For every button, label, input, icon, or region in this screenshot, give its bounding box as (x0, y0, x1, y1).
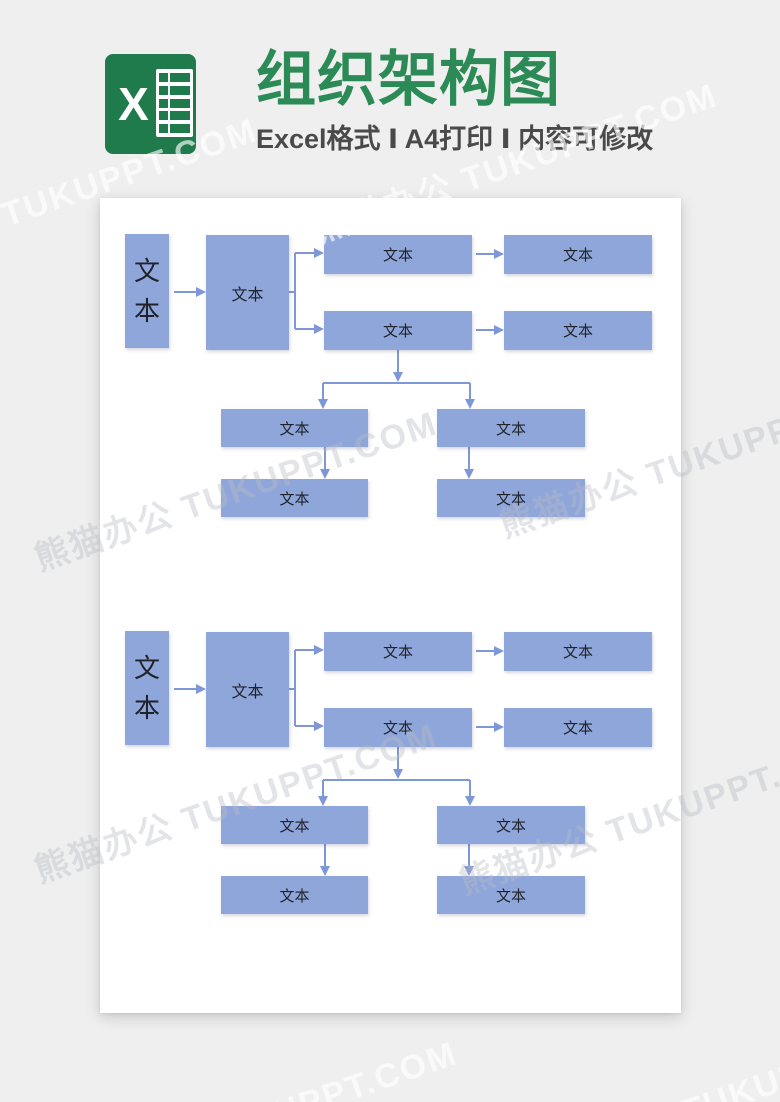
org-node-branch1: 文本 (324, 235, 472, 274)
org-node-sub-right-child: 文本 (437, 876, 585, 914)
connector-lines (174, 645, 504, 876)
org-chart-1: 文本 文本 文本 文本 文本 文本 文本 文本 文本 文本 (100, 198, 681, 538)
excel-logo-icon: X (105, 54, 196, 154)
org-node-branch1-child: 文本 (504, 632, 652, 671)
org-node-sub-left-child: 文本 (221, 479, 368, 517)
org-node-main: 文本 (206, 235, 289, 350)
org-node-root: 文本 (125, 234, 169, 348)
org-node-sub-right: 文本 (437, 806, 585, 844)
org-node-main: 文本 (206, 632, 289, 747)
org-node-branch2-child: 文本 (504, 708, 652, 747)
org-node-root: 文本 (125, 631, 169, 745)
org-node-sub-right-child: 文本 (437, 479, 585, 517)
org-node-branch2: 文本 (324, 311, 472, 350)
page-title: 组织架构图 (256, 46, 561, 113)
org-node-branch1-child: 文本 (504, 235, 652, 274)
document-page: 文本 文本 文本 文本 文本 文本 文本 文本 文本 文本 (100, 198, 681, 1013)
org-node-sub-left: 文本 (221, 806, 368, 844)
org-node-branch2-child: 文本 (504, 311, 652, 350)
page-subtitle: Excel格式 Ⅰ A4打印 Ⅰ 内容可修改 (256, 124, 654, 154)
connector-lines (174, 248, 504, 479)
org-node-branch2: 文本 (324, 708, 472, 747)
watermark: 熊猫办公 TUKUPPT.COM (47, 1026, 463, 1102)
excel-x-letter: X (118, 78, 149, 130)
spreadsheet-grid-icon (156, 69, 193, 137)
org-node-sub-left: 文本 (221, 409, 368, 447)
org-chart-2: 文本 文本 文本 文本 文本 文本 文本 文本 文本 文本 (100, 595, 681, 935)
org-node-sub-right: 文本 (437, 409, 585, 447)
org-node-branch1: 文本 (324, 632, 472, 671)
org-node-sub-left-child: 文本 (221, 876, 368, 914)
watermark: 熊猫办公 TUKUPPT.COM (530, 1008, 780, 1102)
